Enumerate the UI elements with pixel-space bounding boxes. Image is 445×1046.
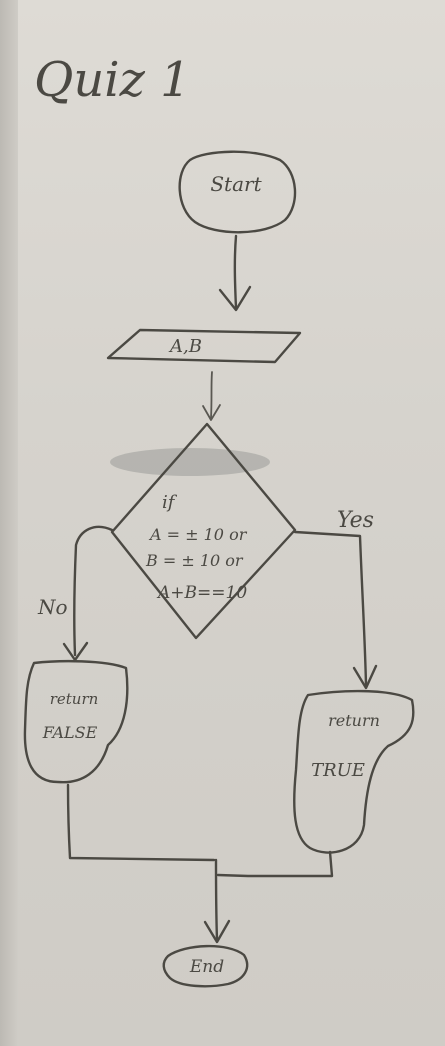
true-box-line-2: TRUE (311, 760, 365, 781)
false-to-end-line (66, 783, 216, 862)
no-label: No (37, 595, 68, 619)
arrowhead-start-to-input (218, 285, 252, 312)
true-box-line-1: return (328, 711, 380, 730)
start-terminal (178, 150, 297, 234)
true-return-box (293, 689, 415, 854)
end-label: End (189, 957, 224, 977)
page-margin (0, 0, 18, 1046)
arrow-input-to-decision (210, 371, 213, 419)
eraser-smudge (110, 448, 270, 476)
decision-line-3: B = ± 10 or (145, 551, 244, 570)
end-terminal (162, 944, 249, 988)
false-box-line-2: FALSE (42, 723, 98, 742)
input-parallelogram (106, 328, 302, 364)
yes-branch-line (293, 530, 368, 687)
no-branch-line (73, 525, 114, 657)
decision-diamond (110, 422, 297, 640)
decision-line-2: A = ± 10 or (148, 525, 248, 544)
true-to-end-line (216, 850, 334, 878)
decision-line-4: A+B==10 (156, 583, 247, 603)
page-title: Quiz 1 (34, 52, 191, 108)
arrowhead-yes (352, 664, 378, 690)
false-return-box (23, 659, 129, 784)
false-box-line-1: return (50, 690, 99, 708)
input-label: A,B (168, 336, 202, 357)
start-label: Start (210, 172, 262, 196)
decision-line-1: if (162, 492, 178, 513)
arrow-start-to-input (233, 234, 238, 310)
yes-label: Yes (337, 508, 374, 533)
arrowhead-to-end (203, 919, 231, 944)
arrowhead-input-to-decision (202, 404, 221, 421)
arrow-merge-to-end (214, 858, 219, 942)
